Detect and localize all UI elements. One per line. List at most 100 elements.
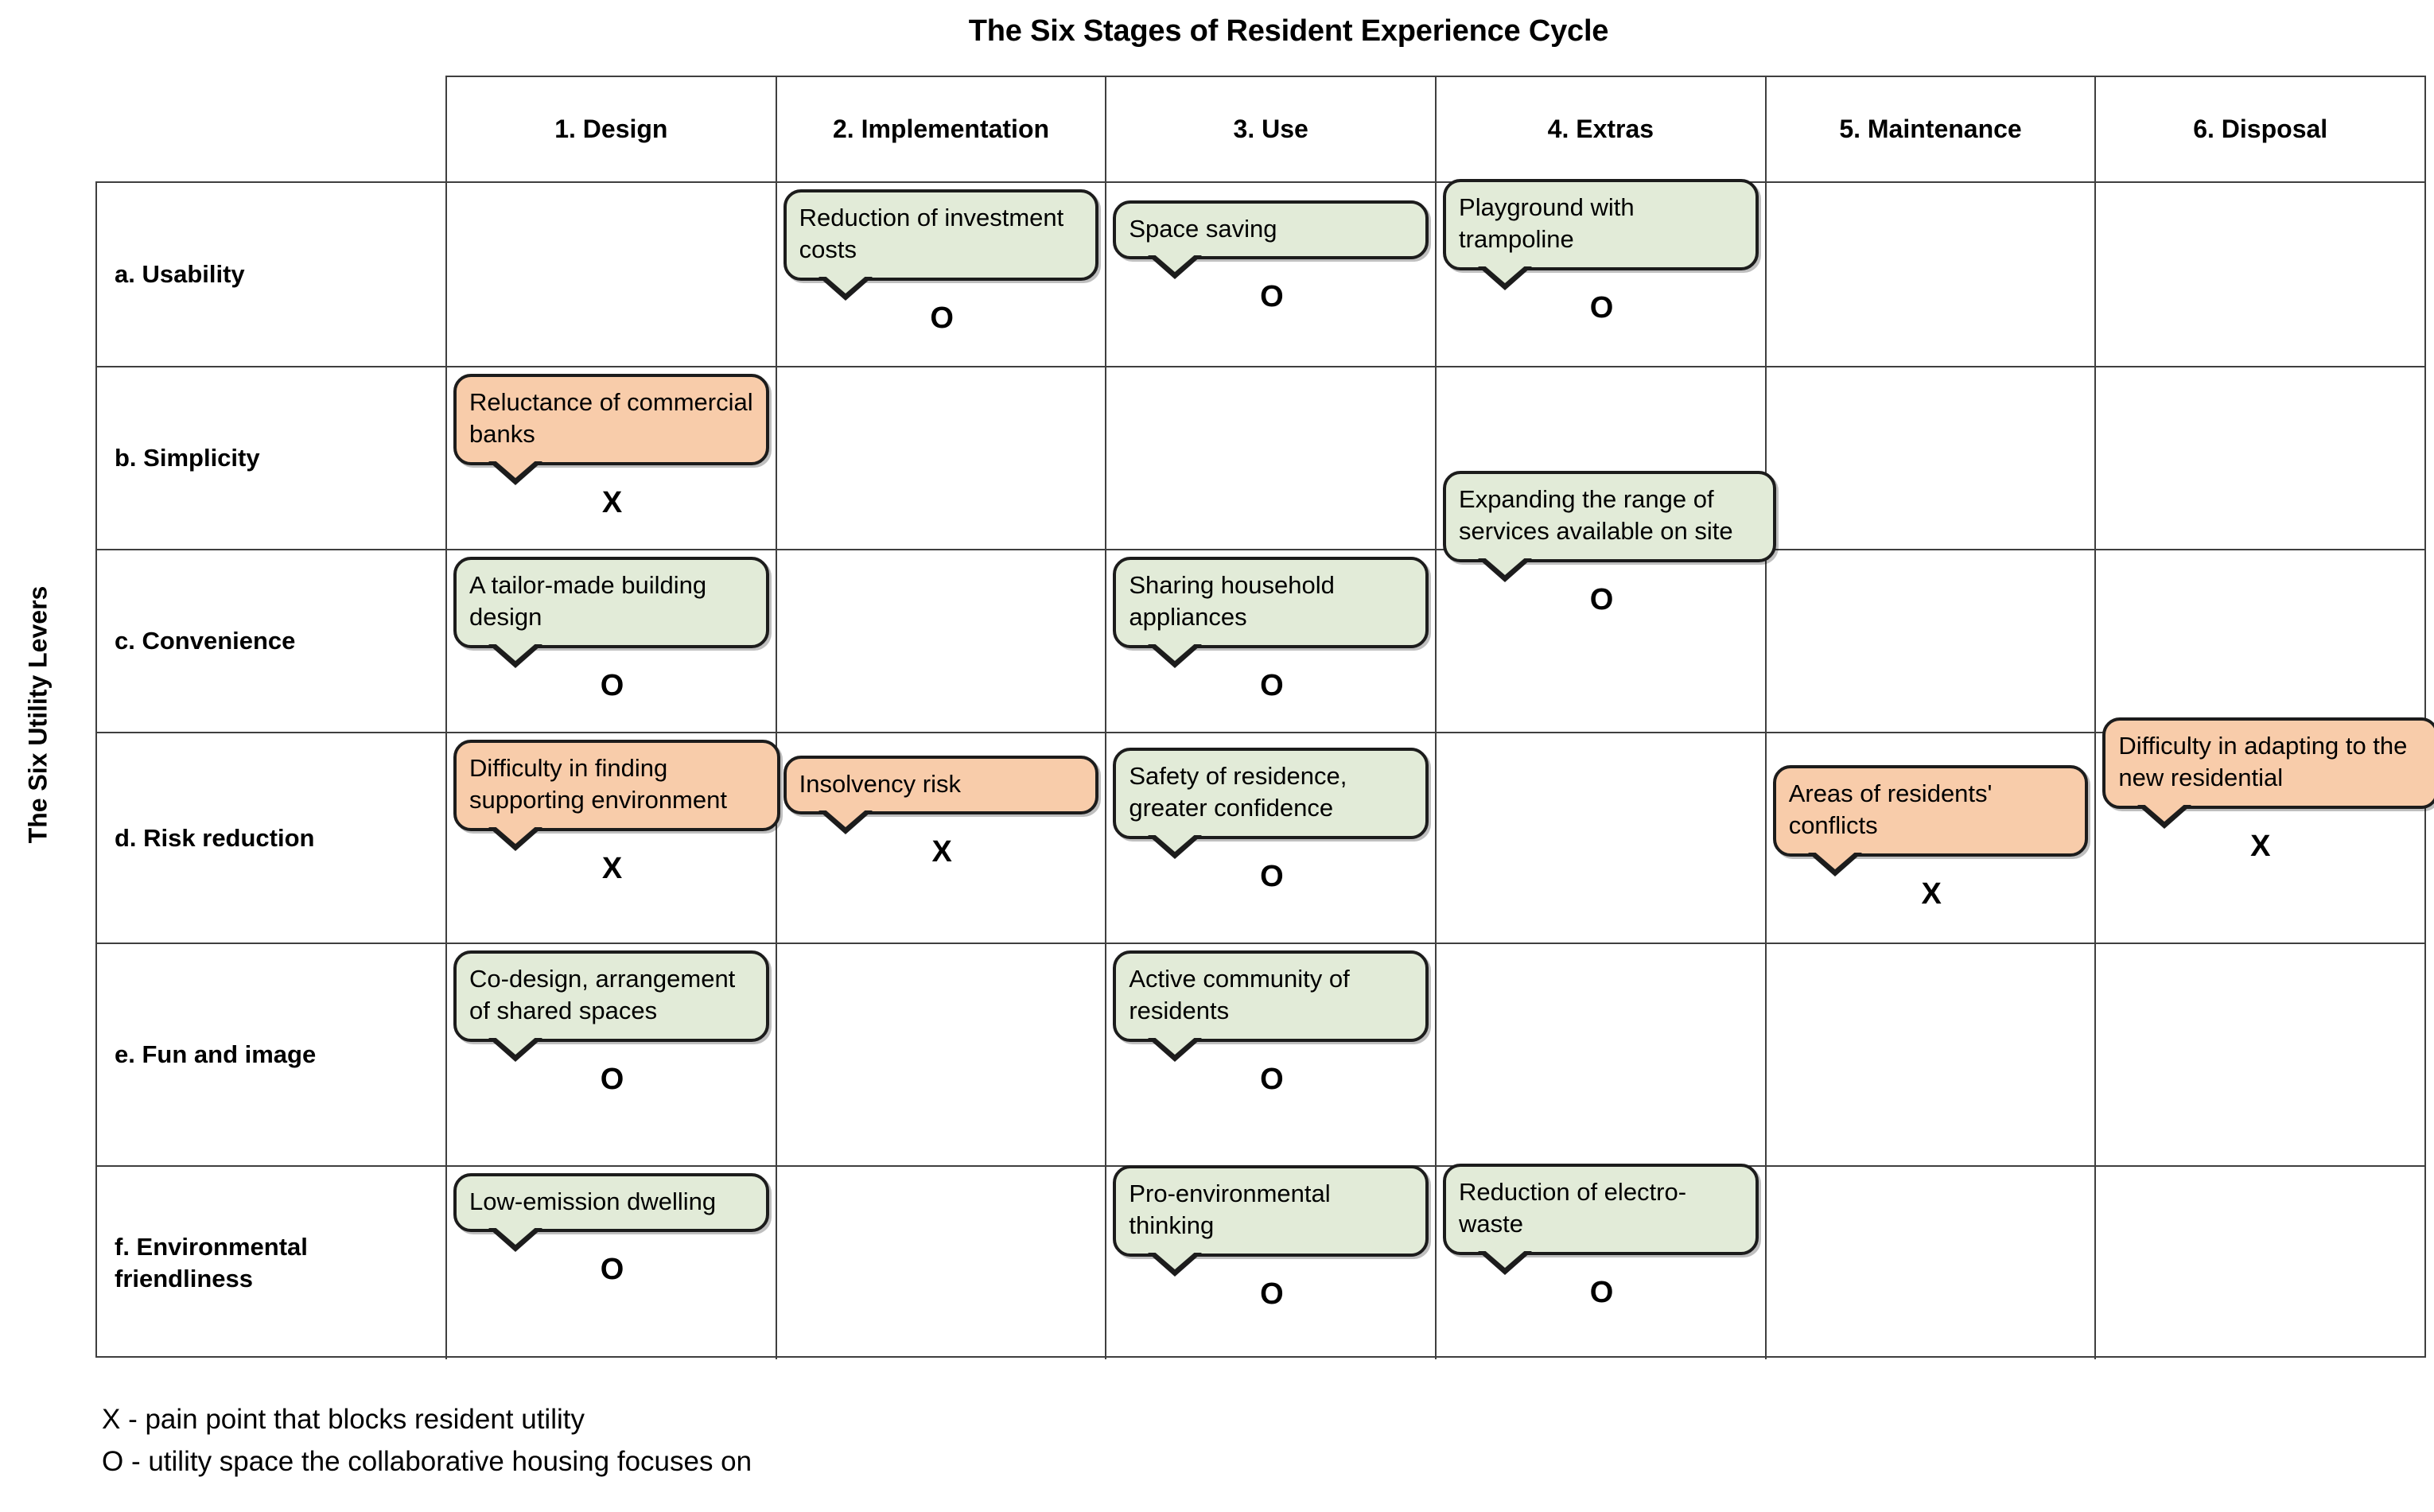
opportunity-marker-o: O [600, 1253, 624, 1286]
matrix-cell-d4 [1437, 733, 1767, 943]
callout-tail-fill-icon [1482, 554, 1529, 575]
row-label-b: b. Simplicity [97, 367, 447, 549]
opportunity-marker-o: O [1260, 280, 1284, 313]
pain-marker-x: X [601, 486, 623, 519]
opportunity-marker-o: O [1589, 1276, 1614, 1309]
pain-point-callout[interactable]: Difficulty in adapting to the new reside… [2102, 717, 2434, 829]
pain-point-callout[interactable]: Insolvency risk [783, 756, 1099, 835]
pain-point-callout[interactable]: Areas of residents' conflicts [1772, 765, 2089, 876]
callout-wrapper: A tailor-made building design [453, 557, 769, 668]
callout-wrapper: Areas of residents' conflicts [1772, 765, 2089, 876]
opportunity-callout[interactable]: Sharing household appliances [1113, 557, 1429, 668]
callout-tail-fill-icon [1152, 1034, 1199, 1055]
matrix-cell-f2 [777, 1167, 1107, 1359]
opportunity-callout[interactable]: Space saving [1113, 200, 1429, 280]
callout-tail-fill-icon [1482, 262, 1529, 283]
matrix-cell-b2 [777, 367, 1107, 549]
opportunity-callout[interactable]: Reduction of electro-waste [1443, 1164, 1759, 1275]
callout-wrapper: Space saving [1113, 200, 1429, 280]
matrix-row: a. Usability Reduction of investment cost… [97, 179, 2424, 367]
callout-wrapper: Insolvency risk [783, 756, 1099, 835]
matrix-cell-d1: Difficulty in finding supporting environ… [447, 733, 780, 943]
opportunity-marker-o: O [600, 669, 624, 702]
callout-wrapper: Pro-environmental thinking [1113, 1165, 1429, 1277]
opportunity-callout[interactable]: Low-emission dwelling [453, 1173, 769, 1253]
matrix-cell-e6 [2096, 944, 2424, 1165]
callout-tail-fill-icon [1152, 252, 1199, 273]
callout-tail-fill-icon [1482, 1247, 1529, 1268]
pain-point-callout[interactable]: Reluctance of commercial banks [453, 374, 769, 485]
matrix-cell-c5 [1767, 550, 2097, 732]
opportunity-marker-o: O [930, 301, 954, 335]
column-header-6: 6. Disposal [2193, 115, 2328, 143]
matrix-body: a. Usability Reduction of investment cost… [95, 179, 2434, 1359]
matrix-cell-e2 [777, 944, 1107, 1165]
opportunity-marker-o: O [1260, 860, 1284, 893]
callout-tail-fill-icon [1152, 640, 1199, 661]
matrix-cell-c6 [2096, 550, 2424, 732]
callout-tail-fill-icon [2141, 801, 2188, 822]
matrix-cell-b6 [2096, 367, 2424, 549]
opportunity-callout[interactable]: Expanding the range of services availabl… [1443, 471, 1776, 582]
matrix-cell-a6 [2096, 183, 2424, 366]
opportunity-callout[interactable]: Playground with trampoline [1443, 179, 1759, 290]
row-label-d: d. Risk reduction [97, 733, 447, 943]
opportunity-callout[interactable]: Co-design, arrangement of shared spaces [453, 950, 769, 1062]
opportunity-callout[interactable]: Pro-environmental thinking [1113, 1165, 1429, 1277]
pain-marker-x: X [1921, 877, 1942, 911]
callout-wrapper: Playground with trampoline [1443, 179, 1759, 290]
matrix-cell-a1 [447, 183, 777, 366]
callout-wrapper: Sharing household appliances [1113, 557, 1429, 668]
row-label-f: f. Environmental friendliness [97, 1167, 447, 1359]
pain-point-callout[interactable]: Difficulty in finding supporting environ… [453, 740, 780, 851]
opportunity-marker-o: O [1589, 291, 1614, 325]
opportunity-callout[interactable]: Safety of residence, greater confidence [1113, 748, 1429, 859]
callout-wrapper: Expanding the range of services availabl… [1443, 471, 1776, 582]
pain-marker-x: X [601, 852, 623, 885]
matrix-cell-b3 [1106, 367, 1437, 549]
row-label-e: e. Fun and image [97, 944, 447, 1165]
callout-wrapper: Difficulty in finding supporting environ… [453, 740, 780, 851]
row-label-a: a. Usability [97, 183, 447, 366]
callout-tail-fill-icon [1152, 831, 1199, 852]
opportunity-marker-o: O [1260, 1063, 1284, 1096]
page-title: The Six Stages of Resident Experience Cy… [968, 14, 1609, 48]
callout-tail-fill-icon [822, 273, 869, 293]
opportunity-callout[interactable]: A tailor-made building design [453, 557, 769, 668]
callout-wrapper: Low-emission dwelling [453, 1173, 769, 1253]
callout-tail-fill-icon [1152, 1249, 1199, 1269]
callout-tail-fill-icon [822, 807, 869, 828]
opportunity-callout[interactable]: Reduction of investment costs [783, 189, 1099, 301]
matrix-cell-a5 [1767, 183, 2097, 366]
pain-marker-x: X [2250, 830, 2271, 863]
matrix-cell-f5 [1767, 1167, 2097, 1359]
callout-tail-fill-icon [1811, 849, 1858, 869]
opportunity-marker-o: O [600, 1063, 624, 1096]
opportunity-callout[interactable]: Active community of residents [1113, 950, 1429, 1062]
matrix-cell-c2 [777, 550, 1107, 732]
callout-wrapper: Reduction of electro-waste [1443, 1164, 1759, 1275]
y-axis-label: The Six Utility Levers [23, 585, 52, 844]
callout-wrapper: Reluctance of commercial banks [453, 374, 769, 485]
matrix-cell-c4: Expanding the range of services availabl… [1437, 471, 1776, 732]
column-header-2: 2. Implementation [777, 77, 1107, 181]
matrix-cell-b5 [1767, 367, 2097, 549]
legend-item-pain: X - pain point that blocks resident util… [102, 1404, 585, 1435]
callout-wrapper: Co-design, arrangement of shared spaces [453, 950, 769, 1062]
